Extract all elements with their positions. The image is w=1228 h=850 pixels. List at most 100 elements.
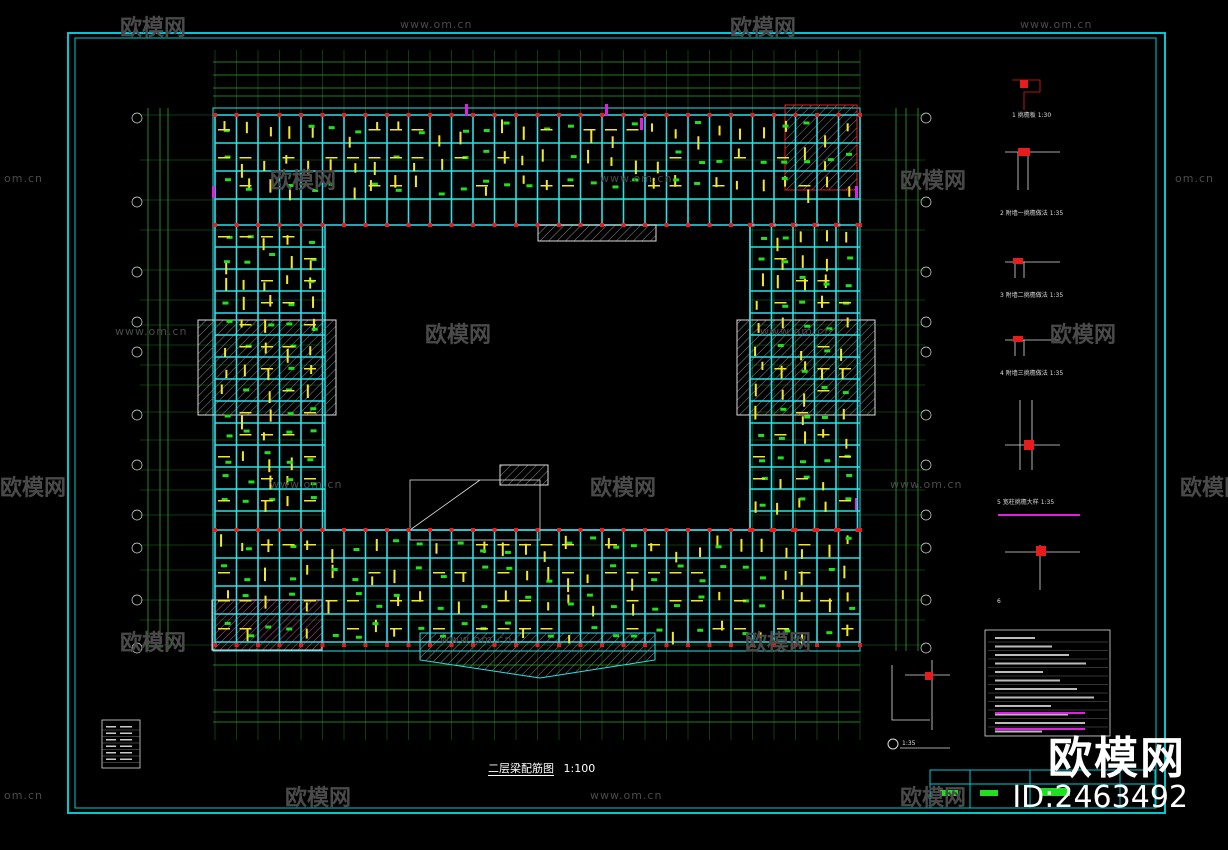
beam-label-mark [244, 260, 251, 264]
beam-label-mark [503, 121, 510, 125]
rebar-mark [547, 566, 550, 581]
rebar-mark [304, 258, 316, 260]
column-mark [299, 113, 303, 117]
beam-label-mark [504, 550, 511, 554]
axis-bubble [920, 542, 932, 554]
column-mark [858, 113, 862, 117]
column-mark [492, 528, 497, 532]
axis-bubble [131, 112, 143, 124]
beam-label-mark [225, 460, 232, 464]
beam-label-mark [847, 256, 854, 260]
rebar-mark [674, 129, 677, 139]
beam-label-mark [483, 129, 490, 133]
column-mark [342, 223, 346, 227]
beam-label-mark [328, 126, 335, 130]
rebar-mark [648, 544, 660, 546]
rebar-mark [626, 600, 639, 602]
column-mark [234, 113, 239, 117]
rebar-mark [587, 149, 590, 164]
rebar-mark [240, 415, 243, 430]
beam-label-mark [264, 451, 271, 455]
beam-label-mark [461, 622, 468, 626]
rebar-mark [526, 570, 529, 581]
magenta-mark [465, 104, 468, 116]
rebar-mark [347, 628, 359, 630]
rebar-mark [562, 185, 574, 187]
rebar-mark [828, 598, 831, 613]
column-mark [686, 643, 690, 647]
rebar-mark [817, 280, 830, 282]
column-mark [855, 528, 860, 532]
rebar-mark [218, 600, 230, 602]
rebar-mark [755, 300, 758, 310]
west-wing-beams [213, 223, 325, 532]
rebar-mark [634, 160, 637, 175]
rebar-mark [282, 434, 295, 436]
column-mark [514, 113, 518, 117]
rebar-mark [438, 135, 441, 147]
rebar-mark [800, 633, 803, 645]
rebar-mark [807, 189, 810, 203]
column-mark [729, 528, 733, 532]
rebar-mark [846, 592, 849, 602]
rebar-mark [817, 390, 830, 392]
beam-label-mark [286, 460, 293, 464]
rebar-mark [781, 258, 784, 270]
rebar-mark [218, 236, 230, 238]
axis-bubble [131, 316, 143, 328]
rebar-mark [241, 451, 244, 461]
column-mark [729, 223, 733, 227]
beam-label-mark [415, 566, 422, 570]
column-mark [664, 528, 669, 532]
beam-label-mark [221, 498, 228, 502]
column-mark [578, 643, 583, 647]
column-mark [858, 528, 862, 532]
beam-label-mark [310, 429, 317, 433]
rebar-mark [691, 572, 703, 574]
rebar-mark [824, 135, 827, 148]
beam-label-mark [245, 547, 252, 551]
rebar-mark [309, 277, 312, 289]
rebar-mark [218, 157, 230, 159]
rebar-mark [310, 365, 313, 375]
beam-label-mark [799, 300, 806, 304]
rebar-mark [501, 119, 504, 134]
rebar-mark [590, 129, 593, 144]
beam-label-mark [845, 284, 852, 288]
column-mark [686, 113, 690, 117]
column-mark [815, 643, 819, 647]
rebar-mark [368, 157, 381, 159]
axis-bubble [131, 509, 143, 521]
rebar-mark [845, 438, 848, 449]
column-mark [363, 223, 368, 227]
beam-label-mark [828, 567, 835, 571]
column-mark [707, 113, 712, 117]
rebar-mark [325, 157, 338, 159]
beam-label-mark [289, 592, 296, 596]
rebar-mark [476, 544, 488, 546]
beam-label-mark [457, 541, 464, 545]
beam-label-mark [586, 593, 593, 597]
legend-text-mark [120, 732, 132, 734]
beam-label-mark [308, 124, 315, 128]
column-mark [772, 643, 776, 647]
rebar-mark [611, 136, 614, 148]
rebar-mark [669, 600, 682, 602]
beam-label-mark [268, 323, 275, 327]
rebar-mark [734, 600, 746, 602]
beam-label-mark [782, 304, 789, 308]
rebar-mark [840, 348, 843, 361]
beam-label-mark [244, 578, 251, 582]
axis-bubble [920, 509, 932, 521]
beam-label-mark [224, 621, 231, 625]
column-mark [492, 643, 497, 647]
column-mark [707, 528, 712, 532]
beam-label-mark [777, 456, 784, 460]
column-mark [406, 223, 411, 227]
notes-text-mark [995, 722, 1085, 724]
magenta-mark [855, 498, 858, 510]
rebar-mark [716, 535, 719, 547]
rebar-mark [540, 544, 553, 546]
rebar-mark [842, 408, 845, 420]
column-mark [428, 643, 432, 647]
